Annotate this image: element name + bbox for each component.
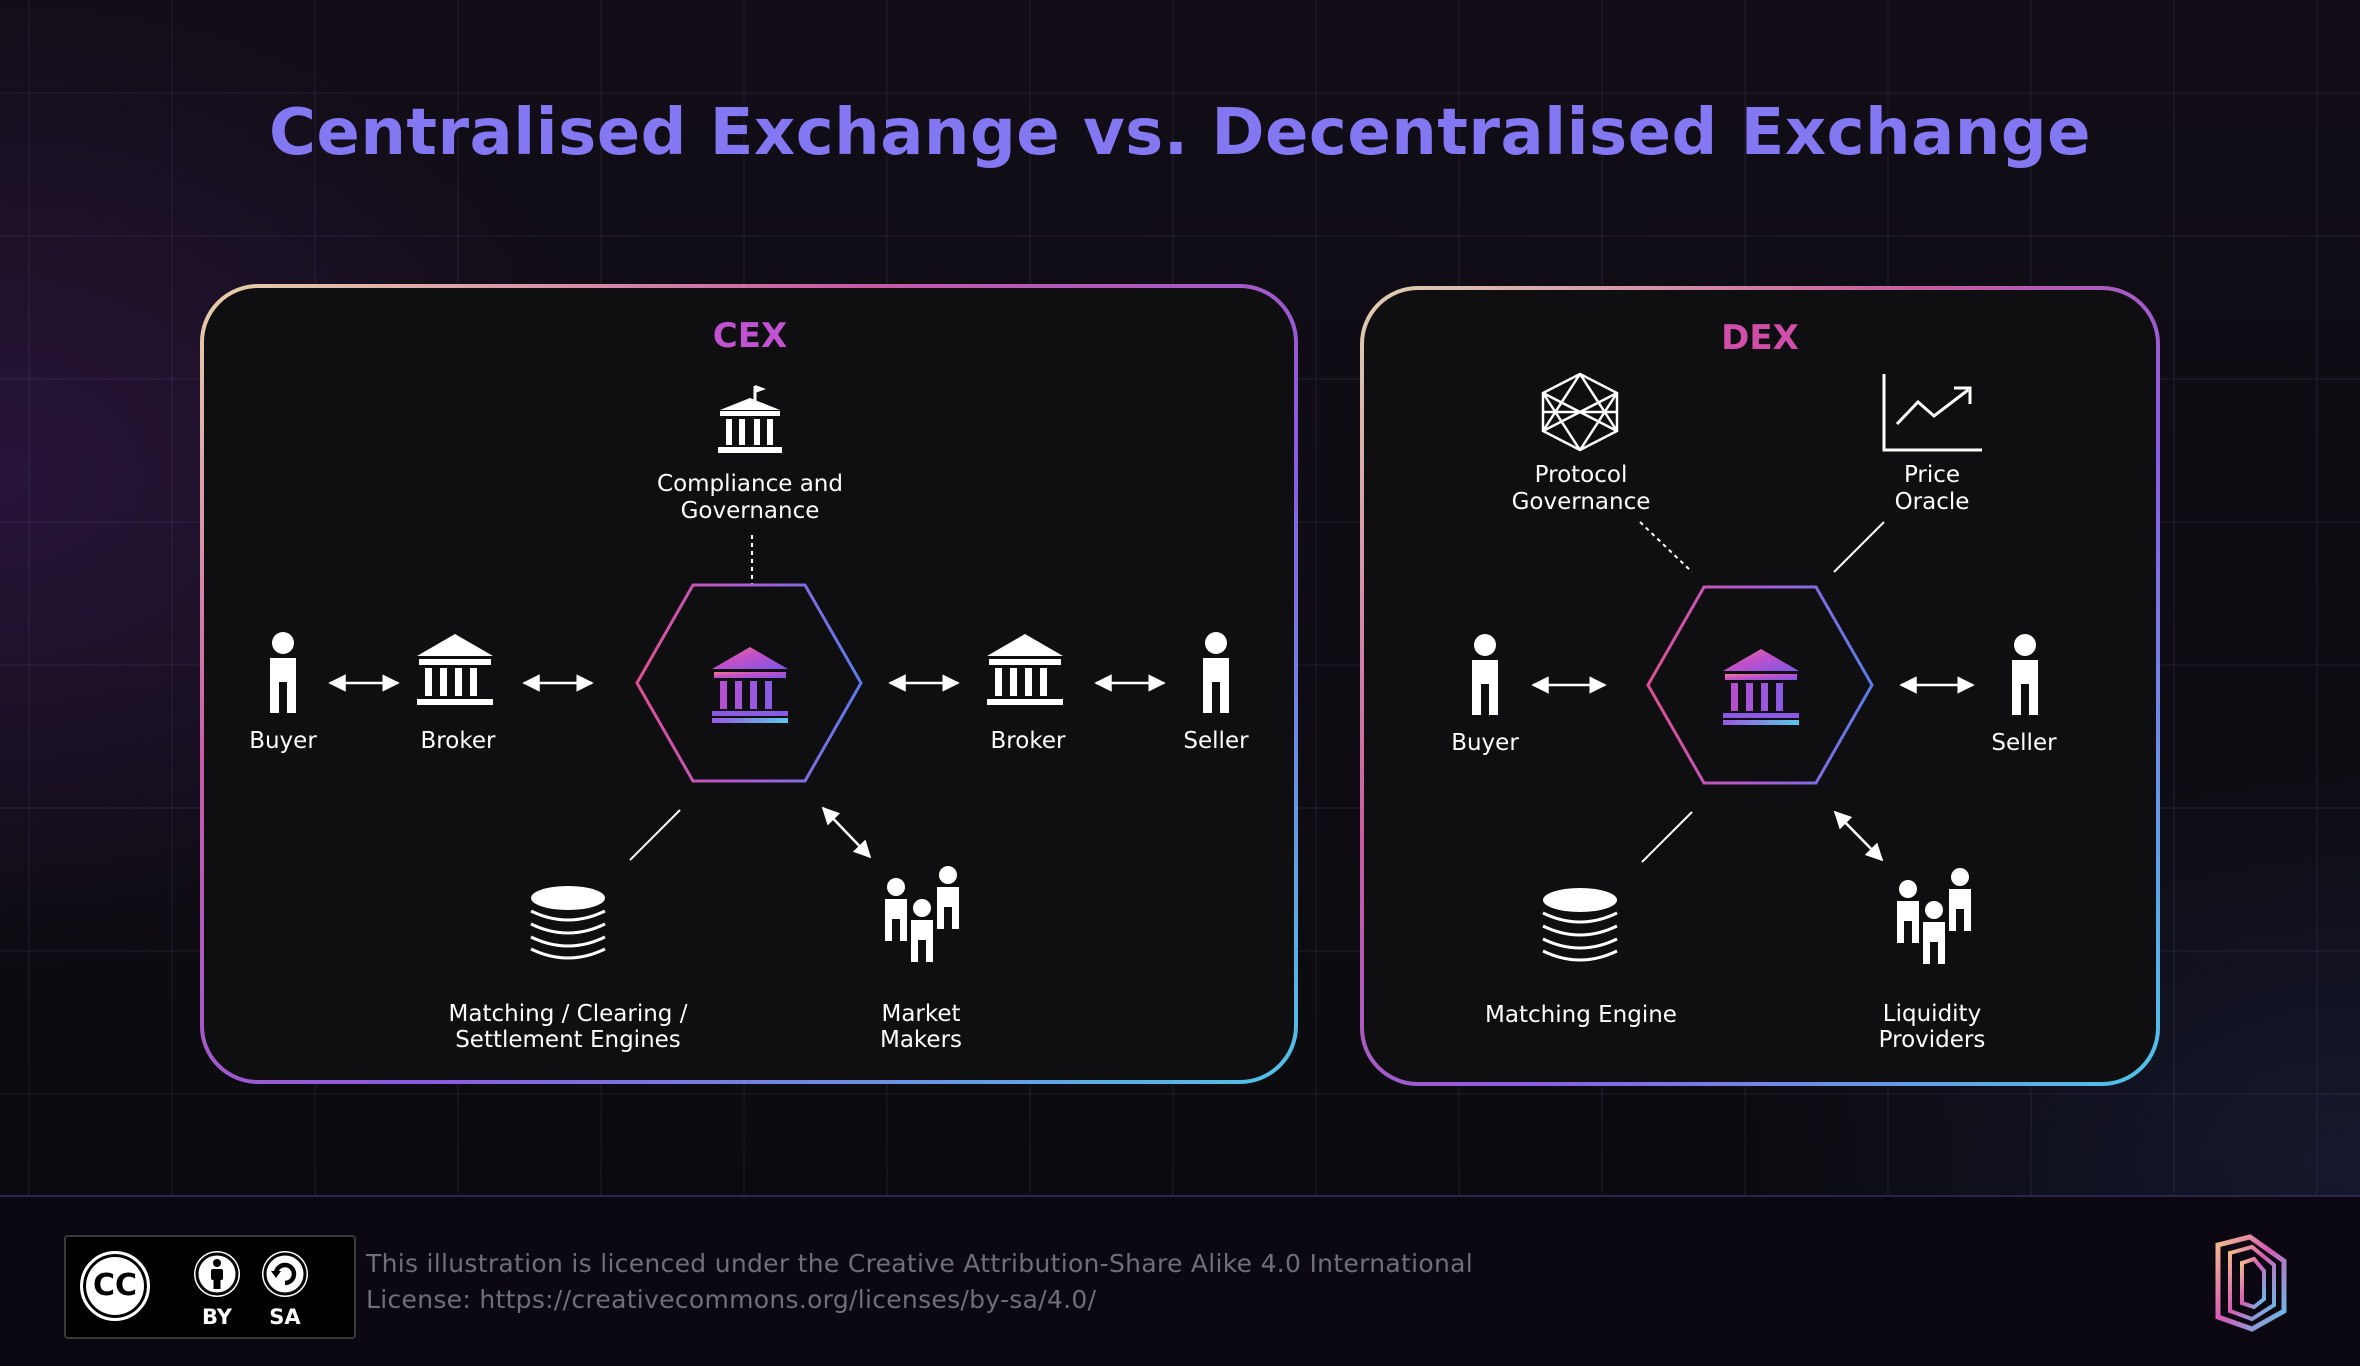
- sa-label: SA: [269, 1305, 301, 1329]
- cex-seller-label: Seller: [1183, 728, 1249, 754]
- broker-bank-icon: [987, 634, 1063, 705]
- page-title: Centralised Exchange vs. Decentralised E…: [268, 96, 2092, 170]
- liquidity-label-line1: Liquidity: [1883, 1001, 1981, 1027]
- exchange-diagram: CEX Compliance and Governance: [200, 284, 2160, 1086]
- brand-logo-icon: [2215, 1234, 2287, 1332]
- market-makers-label-line2: Makers: [880, 1027, 962, 1053]
- compliance-label-line2: Governance: [681, 498, 820, 524]
- engines-label-line2: Settlement Engines: [455, 1027, 681, 1053]
- by-label: BY: [201, 1305, 233, 1329]
- engine-connector: [1641, 811, 1693, 863]
- engine-label: Matching Engine: [1485, 1002, 1677, 1028]
- cex-panel: CEX Compliance and Governance: [200, 284, 1298, 1084]
- seller-person-icon: [2012, 634, 2038, 715]
- seller-person-icon: [1203, 632, 1229, 713]
- engines-connector: [629, 809, 681, 861]
- group-people-icon: [885, 866, 959, 962]
- creative-commons-badge[interactable]: CC BY SA: [64, 1235, 356, 1339]
- oracle-label-line1: Price: [1904, 462, 1960, 488]
- network-cube-icon: [1541, 372, 1619, 452]
- database-icon: [530, 886, 606, 960]
- oracle-connector: [1833, 521, 1885, 573]
- oracle-label-line2: Oracle: [1895, 489, 1970, 515]
- license-url[interactable]: License: https://creativecommons.org/lic…: [366, 1285, 1097, 1314]
- liquidity-arrow: [1833, 810, 1884, 862]
- compliance-label-line1: Compliance and: [657, 471, 843, 497]
- engines-label-line1: Matching / Clearing /: [449, 1001, 688, 1027]
- database-icon: [1542, 888, 1618, 962]
- exchange-bank-icon: [712, 647, 788, 723]
- cex-broker-left-label: Broker: [421, 728, 496, 754]
- cex-buyer-label: Buyer: [249, 728, 317, 754]
- license-footer: CC BY SA This illustration is licenced: [0, 1195, 2360, 1366]
- market-makers-arrow: [821, 806, 872, 859]
- dex-exchange-hexagon: [1646, 585, 1874, 785]
- buyer-person-icon: [270, 632, 296, 713]
- governance-label-line1: Protocol: [1535, 462, 1628, 488]
- cex-exchange-hexagon: [635, 583, 863, 783]
- dex-buyer-label: Buyer: [1451, 730, 1519, 756]
- government-building-icon: [718, 385, 782, 453]
- dex-seller-label: Seller: [1991, 730, 2057, 756]
- cc-logo-icon: CC: [80, 1251, 150, 1321]
- group-people-icon: [1897, 868, 1971, 964]
- market-makers-label-line1: Market: [881, 1001, 960, 1027]
- license-text-line1: This illustration is licenced under the …: [366, 1249, 1473, 1278]
- buyer-person-icon: [1472, 634, 1498, 715]
- governance-label-line2: Governance: [1512, 489, 1651, 515]
- cc-logo-text: CC: [92, 1268, 138, 1303]
- dex-panel: DEX Protocol Governance Price: [1360, 286, 2160, 1086]
- attribution-person-icon: [194, 1251, 240, 1297]
- chart-trend-icon: [1882, 374, 1982, 452]
- share-alike-icon: [262, 1251, 308, 1297]
- cex-title: CEX: [713, 316, 787, 356]
- broker-bank-icon: [417, 634, 493, 705]
- cex-broker-right-label: Broker: [991, 728, 1066, 754]
- dex-title: DEX: [1721, 318, 1799, 358]
- exchange-bank-icon: [1723, 649, 1799, 725]
- liquidity-label-line2: Providers: [1879, 1027, 1986, 1053]
